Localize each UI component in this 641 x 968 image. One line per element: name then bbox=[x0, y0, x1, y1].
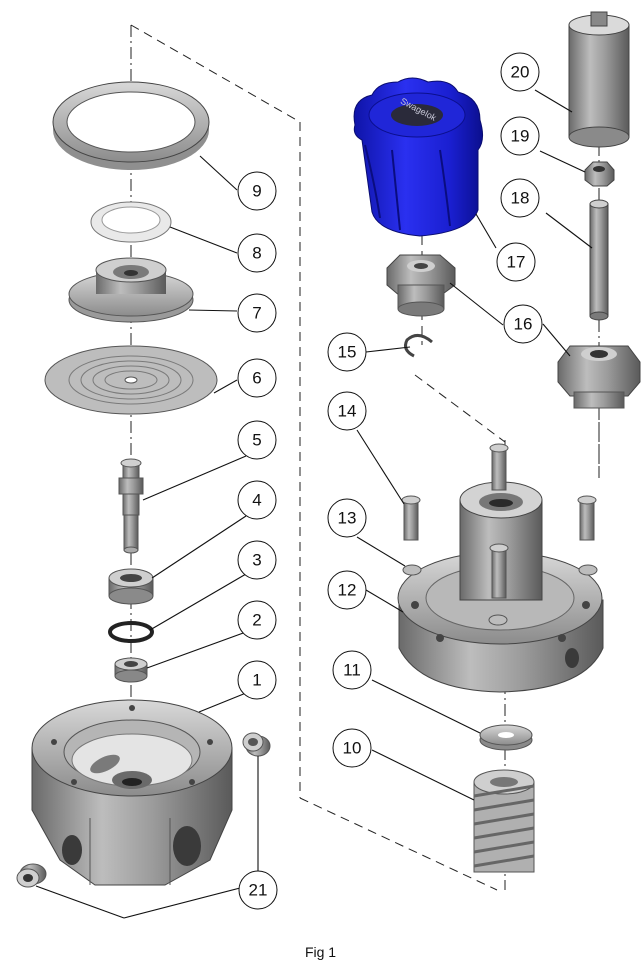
bonnet-fitting bbox=[557, 345, 641, 409]
svg-text:10: 10 bbox=[343, 739, 362, 758]
callout-15: 15 bbox=[327, 332, 367, 372]
callout-18: 18 bbox=[500, 178, 540, 218]
callout-20: 20 bbox=[500, 52, 540, 92]
svg-text:16: 16 bbox=[514, 315, 533, 334]
svg-text:2: 2 bbox=[252, 611, 261, 630]
svg-text:1: 1 bbox=[252, 671, 261, 690]
figure-caption: Fig 1 bbox=[304, 944, 337, 960]
svg-text:7: 7 bbox=[252, 304, 261, 323]
part-4-seat-retainer bbox=[108, 568, 154, 605]
svg-text:5: 5 bbox=[252, 431, 261, 450]
part-3-o-ring bbox=[108, 621, 154, 643]
part-20-cap bbox=[568, 11, 630, 148]
svg-text:21: 21 bbox=[249, 881, 268, 900]
svg-text:4: 4 bbox=[252, 491, 261, 510]
svg-text:11: 11 bbox=[343, 661, 361, 680]
svg-text:18: 18 bbox=[511, 189, 530, 208]
callout-7: 7 bbox=[237, 293, 277, 333]
svg-text:17: 17 bbox=[507, 253, 526, 272]
callout-14: 14 bbox=[327, 391, 367, 431]
svg-text:14: 14 bbox=[338, 402, 357, 421]
callout-13: 13 bbox=[327, 498, 367, 538]
svg-text:8: 8 bbox=[252, 244, 261, 263]
part-7-piston bbox=[68, 257, 194, 323]
svg-text:9: 9 bbox=[252, 182, 261, 201]
callout-2: 2 bbox=[237, 600, 277, 640]
callout-16: 16 bbox=[503, 304, 543, 344]
part-16-hex-bushing bbox=[386, 254, 456, 317]
callout-8: 8 bbox=[237, 233, 277, 273]
part-2-seat bbox=[114, 657, 148, 683]
callout-17: 17 bbox=[496, 242, 536, 282]
part-21-plugs bbox=[16, 732, 271, 888]
svg-text:3: 3 bbox=[252, 551, 261, 570]
svg-text:13: 13 bbox=[338, 509, 357, 528]
part-18-stem bbox=[589, 199, 609, 321]
part-19-hex-nut bbox=[584, 161, 615, 187]
callout-10: 10 bbox=[332, 728, 372, 768]
svg-text:15: 15 bbox=[338, 343, 357, 362]
callout-11: 11 bbox=[332, 650, 372, 690]
callouts: 9 8 7 6 5 4 3 2 1 21 20 19 18 17 16 15 1… bbox=[237, 52, 543, 910]
svg-text:20: 20 bbox=[511, 63, 530, 82]
callout-5: 5 bbox=[237, 420, 277, 460]
part-17-blue-knob: Swagelok bbox=[353, 77, 484, 237]
part-15-retaining-clip bbox=[404, 334, 433, 358]
leader-lines bbox=[35, 89, 593, 919]
part-10-spring bbox=[473, 769, 535, 873]
part-5-poppet bbox=[118, 458, 144, 554]
callout-9: 9 bbox=[237, 171, 277, 211]
part-9-large-ring bbox=[52, 81, 210, 170]
callout-3: 3 bbox=[237, 540, 277, 580]
svg-text:6: 6 bbox=[252, 369, 261, 388]
callout-1: 1 bbox=[237, 660, 277, 700]
part-14-cap-screws bbox=[401, 443, 597, 599]
part-6-diaphragm bbox=[44, 345, 218, 415]
callout-21: 21 bbox=[238, 870, 278, 910]
svg-text:19: 19 bbox=[511, 127, 530, 146]
callout-6: 6 bbox=[237, 358, 277, 398]
part-13-washers bbox=[402, 564, 598, 626]
svg-text:12: 12 bbox=[338, 581, 357, 600]
callout-19: 19 bbox=[500, 116, 540, 156]
part-1-body bbox=[31, 699, 233, 886]
part-11-spring-button bbox=[479, 724, 533, 751]
callout-4: 4 bbox=[237, 480, 277, 520]
callout-12: 12 bbox=[327, 570, 367, 610]
part-8-white-washer bbox=[90, 201, 172, 243]
